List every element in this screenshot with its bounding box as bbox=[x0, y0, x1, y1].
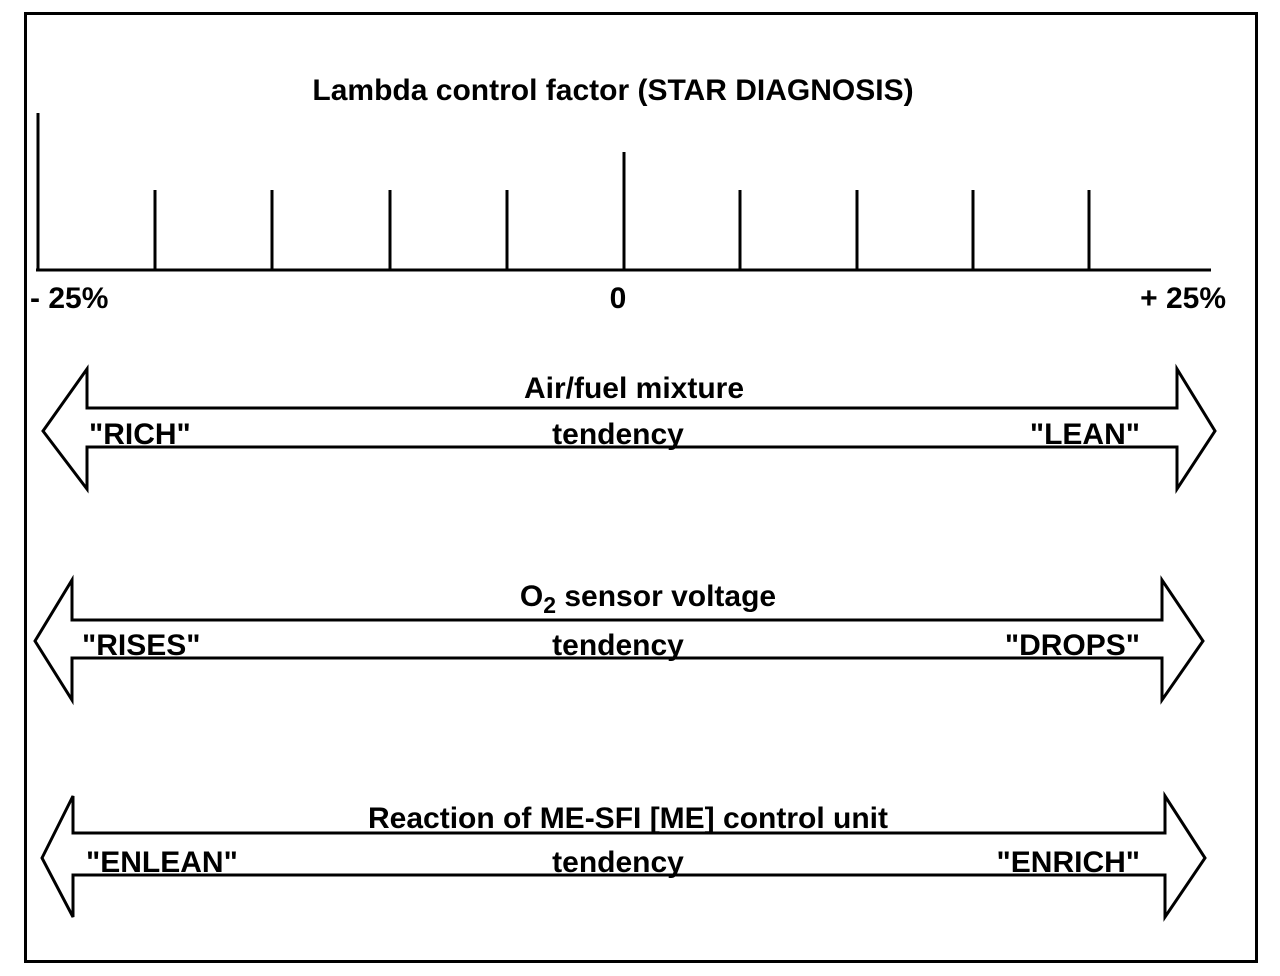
arrow-air-fuel-right-label: "LEAN" bbox=[1029, 418, 1140, 451]
arrow-air-fuel-title: Air/fuel mixture bbox=[524, 374, 744, 412]
arrow-o2-voltage-title-sub: 2 bbox=[543, 592, 557, 618]
arrow-air-fuel-center-label: tendency bbox=[552, 418, 684, 451]
scale-axis bbox=[36, 113, 1211, 272]
arrow-air-fuel-left-label: "RICH" bbox=[89, 418, 191, 451]
scale-label-zero: 0 bbox=[609, 282, 627, 315]
arrow-reaction-outline bbox=[40, 790, 1207, 922]
arrow-o2-voltage-outline bbox=[33, 574, 1205, 706]
arrow-reaction-title-text: Reaction of ME-SFI [ME] control unit bbox=[368, 802, 888, 835]
arrow-reaction-title: Reaction of ME-SFI [ME] control unit bbox=[368, 804, 888, 842]
diagram-border bbox=[24, 12, 1258, 963]
arrow-o2-voltage-title-rest: sensor voltage bbox=[556, 580, 777, 613]
page-title: Lambda control factor (STAR DIAGNOSIS) bbox=[312, 74, 914, 107]
arrow-o2-voltage-right-label: "DROPS" bbox=[1004, 629, 1140, 662]
arrow-o2-voltage-center-label: tendency bbox=[552, 629, 684, 662]
arrow-air-fuel-outline bbox=[41, 363, 1217, 495]
arrow-reaction-left-label: "ENLEAN" bbox=[86, 846, 238, 879]
arrow-air-fuel-title-text: Air/fuel mixture bbox=[523, 372, 745, 405]
arrow-reaction-right-label: "ENRICH" bbox=[996, 846, 1140, 879]
scale-label-max: + 25% bbox=[1140, 282, 1226, 315]
scale-label-min: - 25% bbox=[30, 282, 109, 315]
arrow-o2-voltage-title: O2 sensor voltage bbox=[520, 582, 776, 620]
arrow-o2-voltage-title-text: O bbox=[519, 580, 544, 613]
arrow-reaction-center-label: tendency bbox=[552, 846, 684, 879]
arrow-o2-voltage-left-label: "RISES" bbox=[82, 629, 201, 662]
